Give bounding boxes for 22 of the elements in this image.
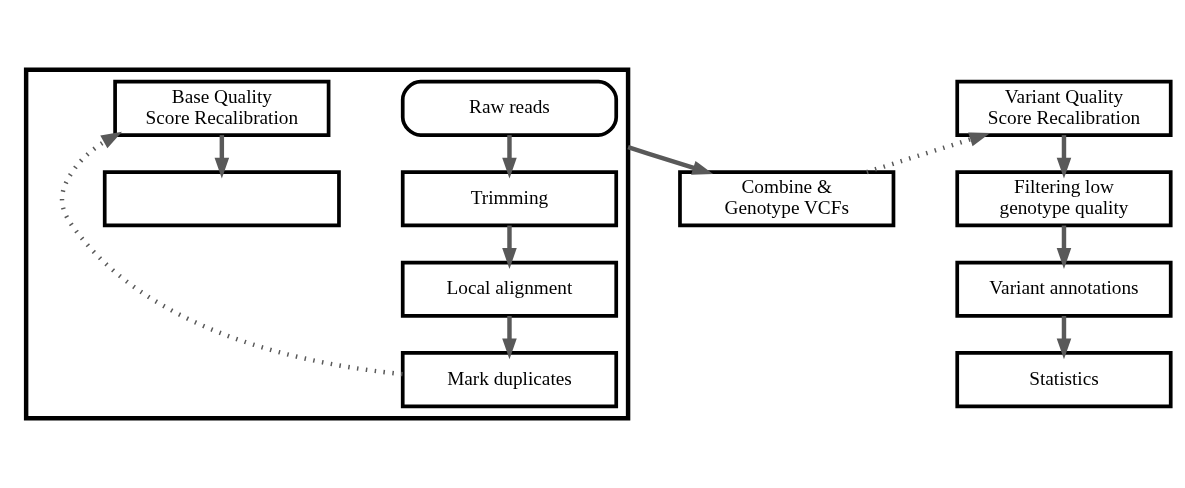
node-box: Filtering low genotype quality xyxy=(955,170,1173,228)
arrow xyxy=(502,316,517,360)
arrow xyxy=(627,145,714,175)
node-box: Mark duplicates xyxy=(400,351,619,409)
node-box: Combine & Genotype VCFs xyxy=(678,170,896,228)
node-box xyxy=(102,170,341,228)
arrow xyxy=(1056,135,1072,179)
node-box: Trimming xyxy=(400,170,619,228)
node-box: Base Quality Score Recalibration xyxy=(113,79,331,137)
arrow xyxy=(214,135,230,179)
node-box: Raw reads xyxy=(400,79,619,137)
node-box: Statistics xyxy=(955,351,1173,409)
node-box: Local alignment xyxy=(400,260,619,318)
arrow xyxy=(1056,316,1072,360)
arrow xyxy=(502,135,517,179)
arrow xyxy=(866,132,991,175)
node-box: Variant annotations xyxy=(955,260,1173,318)
node-box: Variant Quality Score Recalibration xyxy=(955,79,1173,137)
arrow xyxy=(59,131,403,377)
cluster xyxy=(23,67,631,421)
arrow xyxy=(502,225,517,269)
arrow xyxy=(1056,225,1072,269)
